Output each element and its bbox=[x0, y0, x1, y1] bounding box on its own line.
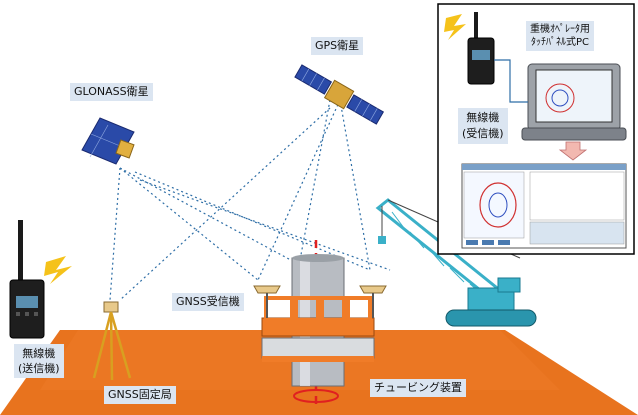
radio-transmitter-label-line2: (送信機) bbox=[18, 362, 60, 375]
radio-transmitter-label-line1: 無線機 bbox=[22, 347, 56, 360]
operator-pc-label: 重機ｵﾍﾟﾚｰﾀ用 ﾀｯﾁﾊﾟﾈﾙ式PC bbox=[526, 21, 594, 51]
radio-transmitter-label: 無線機 (送信機) bbox=[14, 344, 64, 378]
gps-satellite-icon bbox=[294, 64, 385, 125]
radio-receiver-label-line2: (受信機) bbox=[462, 127, 504, 140]
monitor-screen-icon bbox=[461, 163, 627, 249]
glonass-satellite-label: GLONASS衛星 bbox=[70, 83, 153, 101]
operator-pc-label-line2: ﾀｯﾁﾊﾟﾈﾙ式PC bbox=[530, 37, 589, 48]
tubing-device-icon bbox=[253, 254, 387, 387]
glonass-satellite-icon bbox=[81, 117, 135, 165]
radio-transmitter-icon bbox=[9, 220, 45, 339]
crawler-crane-icon bbox=[375, 198, 537, 327]
radio-receiver-label: 無線機 (受信機) bbox=[458, 108, 508, 144]
rugged-laptop-icon bbox=[521, 63, 627, 141]
radio-receiver-icon bbox=[467, 12, 495, 85]
down-arrow-icon bbox=[558, 141, 588, 161]
center-ring bbox=[293, 389, 339, 403]
gnss-base-station-icon bbox=[92, 301, 132, 381]
tubing-device-label: チュービング装置 bbox=[370, 379, 466, 397]
radio-receiver-label-line1: 無線機 bbox=[466, 111, 500, 124]
operator-pc-label-line1: 重機ｵﾍﾟﾚｰﾀ用 bbox=[530, 24, 590, 35]
signal-bolt-inset-icon bbox=[444, 14, 466, 40]
gps-satellite-label: GPS衛星 bbox=[311, 37, 364, 55]
signal-lines bbox=[109, 99, 391, 301]
gnss-receiver-label: GNSS受信機 bbox=[172, 293, 244, 311]
signal-bolt-left-icon bbox=[44, 256, 72, 284]
cable-line bbox=[494, 59, 528, 103]
gnss-base-station-label: GNSS固定局 bbox=[104, 386, 176, 404]
